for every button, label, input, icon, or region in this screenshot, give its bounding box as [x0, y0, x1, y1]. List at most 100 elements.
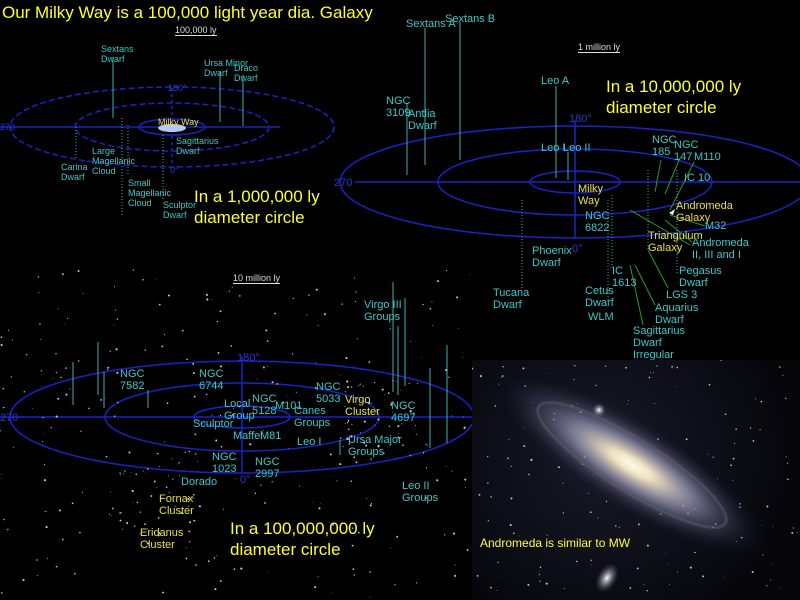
star [787, 462, 789, 464]
star [164, 334, 166, 336]
object-label: NGC 7582 [120, 368, 145, 392]
star [131, 489, 134, 493]
star [310, 431, 312, 433]
star [397, 436, 400, 439]
star [117, 401, 119, 404]
star [342, 446, 344, 448]
star [291, 353, 294, 355]
star [57, 308, 59, 310]
star [74, 572, 76, 575]
star [153, 480, 156, 483]
star [119, 512, 121, 514]
star [359, 432, 361, 434]
star [161, 345, 164, 348]
star [341, 303, 343, 305]
star [65, 393, 68, 396]
star [42, 440, 44, 442]
star [67, 317, 69, 320]
andromeda-galaxy-image [472, 360, 798, 593]
star [390, 547, 391, 549]
object-label: 180° [569, 113, 592, 125]
star [384, 393, 385, 395]
star [792, 527, 795, 529]
object-label: NGC 6822 [585, 210, 610, 234]
star [350, 386, 353, 388]
star [490, 586, 492, 589]
star [194, 433, 197, 436]
star [749, 427, 752, 429]
star [61, 538, 64, 541]
star [232, 407, 234, 409]
star [772, 526, 774, 527]
star [113, 286, 116, 288]
star [371, 414, 373, 416]
star [239, 295, 241, 297]
star [394, 584, 396, 586]
star [69, 388, 71, 390]
star [352, 568, 355, 570]
star [238, 405, 241, 408]
star [55, 565, 58, 568]
star [39, 323, 41, 325]
star [539, 566, 542, 569]
star [396, 535, 399, 538]
star [61, 273, 64, 276]
star [497, 577, 499, 578]
star [507, 457, 509, 459]
star [249, 443, 252, 446]
star [215, 439, 218, 442]
object-label: Large Magellanic Cloud [92, 146, 136, 176]
star [230, 454, 231, 456]
star [450, 439, 452, 441]
star [646, 589, 648, 592]
star [254, 492, 257, 494]
star [332, 523, 334, 526]
milky-way-disk [158, 124, 186, 132]
star [60, 376, 62, 379]
star [185, 557, 188, 560]
object-label: Fornax Cluster [159, 493, 194, 517]
star [168, 475, 169, 477]
star [45, 510, 47, 512]
star [298, 485, 300, 487]
star [115, 348, 118, 351]
panel3-rings [0, 356, 475, 474]
star [354, 277, 356, 279]
star [216, 555, 217, 557]
star [219, 310, 222, 313]
star [597, 517, 599, 519]
star [288, 447, 290, 449]
star [348, 441, 351, 443]
object-label: WLM [588, 311, 614, 323]
star [315, 288, 318, 291]
star [124, 470, 126, 472]
star [3, 518, 5, 521]
star [370, 503, 372, 505]
star [1, 474, 3, 475]
panel1-caption: In a 1,000,000 ly diameter circle [194, 187, 320, 227]
star [25, 354, 28, 356]
star [108, 513, 110, 515]
star [398, 433, 399, 435]
star [159, 465, 161, 468]
star [158, 531, 161, 534]
star [181, 329, 184, 332]
star [45, 526, 48, 529]
object-label: Eridanus Cluster [140, 527, 184, 551]
star [55, 352, 57, 355]
star [519, 535, 521, 537]
object-label: Sculptor [193, 418, 234, 430]
star [155, 278, 156, 280]
star [625, 366, 627, 369]
object-label: Virgo III Groups [364, 299, 402, 323]
star [13, 446, 15, 448]
object-label: Draco Dwarf [234, 63, 259, 83]
star [708, 383, 711, 386]
star [352, 527, 354, 529]
star [370, 452, 372, 455]
star [207, 560, 210, 563]
star [77, 360, 80, 362]
star [126, 522, 129, 524]
star [675, 386, 676, 387]
star [168, 491, 170, 493]
